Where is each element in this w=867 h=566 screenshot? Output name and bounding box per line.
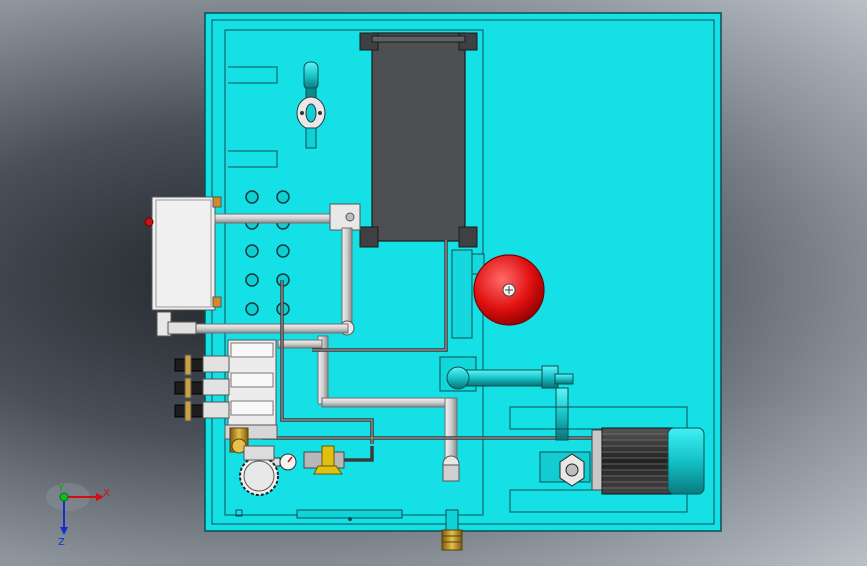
axis-z-label: Z: [58, 537, 65, 548]
teal-pipe: [439, 356, 574, 441]
pressure-gauge-icon: [271, 453, 297, 471]
electric-motor-icon: [601, 427, 705, 495]
drain-fitting: [235, 509, 463, 551]
junction-box: [144, 196, 222, 311]
breather-filter: [296, 61, 326, 149]
axis-x-label: X: [103, 488, 110, 499]
suction-filter: [239, 445, 279, 496]
mounting-slots: [228, 66, 278, 168]
axis-y-label: Y: [57, 483, 65, 494]
solenoid-valves: [174, 354, 230, 422]
reservoir-block: [359, 32, 478, 248]
valve-manifold: [224, 339, 278, 440]
ball-valve: [303, 445, 345, 475]
xyz-triad-icon: X Y Z: [46, 483, 110, 548]
accumulator-icon: [451, 249, 545, 339]
pipework: [156, 203, 460, 482]
